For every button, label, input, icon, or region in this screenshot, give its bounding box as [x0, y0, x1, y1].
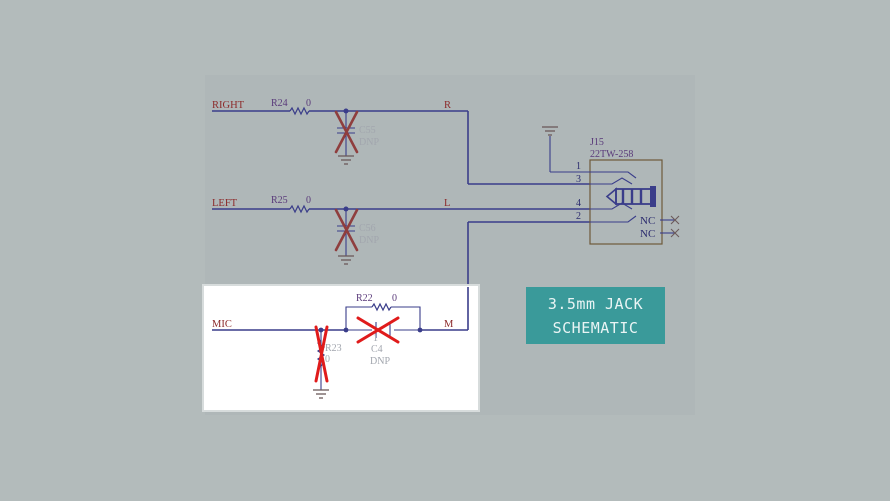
r24-ref: R24: [271, 98, 288, 109]
dnp-cross-icon: [356, 316, 400, 344]
c4-ref: C4: [371, 344, 383, 355]
jack-contact-2: [590, 215, 637, 223]
jack-pin-1: 1: [576, 161, 581, 172]
c55-value: DNP: [359, 137, 379, 148]
no-connect-icon: [670, 228, 680, 238]
r25-value: 0: [306, 195, 311, 206]
c4-mark: 1: [373, 333, 378, 344]
net-label-r: R: [444, 100, 451, 111]
resistor-r25: [289, 204, 310, 214]
net-label-m: M: [444, 319, 454, 330]
mic-highlight-panel: MIC M R22 0 1 C4 DNP R23 0: [202, 284, 480, 412]
highlight-panel-bg: [202, 284, 480, 412]
jack-part: 22TW-258: [590, 149, 633, 160]
jack-pin-2: 2: [576, 211, 581, 222]
jack-pin-4: 4: [576, 198, 581, 209]
r23-value: 0: [325, 354, 330, 365]
title-line-1: 3.5mm JACK: [548, 295, 643, 313]
resistor-r24: [289, 106, 310, 116]
r25-ref: R25: [271, 195, 288, 206]
jack-ref: J15: [590, 137, 604, 148]
net-label-right: RIGHT: [212, 100, 245, 111]
net-label-left: LEFT: [212, 198, 238, 209]
c56-value: DNP: [359, 235, 379, 246]
ground-icon: [313, 389, 329, 399]
c56-ref: C56: [359, 223, 376, 234]
resistor-r22: [371, 302, 392, 312]
title-line-2: SCHEMATIC: [553, 319, 639, 337]
jack-j15: J15 22TW-258 1 3 4 2 NC NC: [542, 126, 680, 245]
ground-icon: [338, 255, 354, 265]
jack-contact-1: [590, 171, 637, 179]
jack-body: [589, 159, 663, 245]
c4-value: DNP: [370, 356, 390, 367]
junction-c4-right: [417, 327, 423, 333]
jack-nc-2: NC: [640, 228, 655, 240]
r22-ref: R22: [356, 293, 373, 304]
left-channel: LEFT R25 0 L C56 DNP: [212, 195, 590, 265]
r22-right-lead: [391, 306, 421, 330]
ground-icon: [338, 155, 354, 165]
dnp-cross-icon: [334, 208, 359, 252]
junction-c4-left: [343, 327, 349, 333]
dnp-cross-icon: [314, 325, 329, 383]
plug-icon: [605, 186, 656, 207]
dnp-cross-icon: [334, 110, 359, 154]
r22-value: 0: [392, 293, 397, 304]
jack-nc-1: NC: [640, 215, 655, 227]
jack-pin-3: 3: [576, 174, 581, 185]
r24-value: 0: [306, 98, 311, 109]
c55-ref: C55: [359, 125, 376, 136]
net-label-mic: MIC: [212, 319, 232, 330]
net-label-l: L: [444, 198, 450, 209]
title-box: 3.5mm JACK SCHEMATIC: [526, 287, 665, 344]
jack-contact-3: [590, 177, 633, 185]
ground-icon: [542, 126, 558, 136]
jack-contact-4: [590, 202, 633, 210]
right-channel: RIGHT R24 0 R C55 DNP: [212, 98, 590, 185]
no-connect-icon: [670, 215, 680, 225]
r22-left-lead: [345, 306, 372, 330]
title-box-bg: [526, 287, 665, 344]
r23-ref: R23: [325, 343, 342, 354]
